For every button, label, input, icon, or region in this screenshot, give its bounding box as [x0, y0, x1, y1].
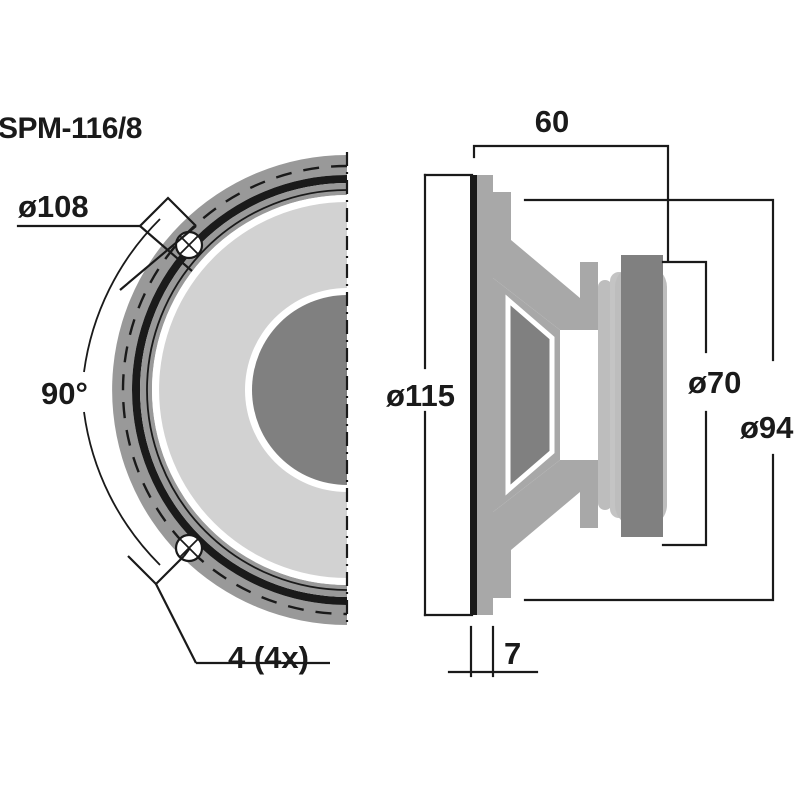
depth-dimension-label: 60: [535, 104, 569, 139]
front-view-group: 90° ø108 4 (4x): [16, 152, 349, 675]
outer-diameter-dimension-label: ø115: [386, 378, 455, 413]
angle-arc-upper: [83, 218, 161, 373]
magnet-dia-dim-lower: [661, 410, 708, 547]
rim-inner-contour-arc: [146, 189, 348, 591]
bolt-circle-chevron: [139, 196, 197, 227]
speaker-dust-cap: [252, 295, 347, 485]
bolt-circle-dashed-arc: [121, 164, 348, 616]
page-title: SPM-116/8: [0, 112, 142, 145]
basket-lower-arm: [493, 460, 598, 598]
mounting-hole-leader-b: [155, 583, 197, 664]
bolt-circle-dimension-label: ø108: [18, 189, 89, 224]
magnet-diameter-dimension-label: ø70: [688, 365, 741, 400]
basket-diameter-dimension-label: ø94: [740, 410, 794, 445]
basket-dia-dim-lower: [523, 453, 775, 602]
bolt-circle-leader-a: [139, 225, 193, 272]
magnet-dia-dim-upper: [661, 260, 708, 354]
mounting-hole-dimension-label: 4 (4x): [228, 640, 309, 675]
angle-dimension-label: 90°: [41, 376, 88, 411]
mounting-hole-leader-a: [183, 547, 191, 557]
side-view-group: 60 ø115 ø94 ø70 7: [386, 104, 794, 678]
front-face-plate: [470, 175, 477, 615]
basket-upper-arm: [493, 192, 598, 330]
cone-section: [505, 294, 555, 496]
mounting-hole-upper: [174, 230, 204, 260]
mounting-flange: [477, 175, 493, 615]
flange-thickness-dimension-label: 7: [504, 636, 521, 671]
depth-dimension-line: [472, 144, 670, 262]
angle-arc-lower: [83, 411, 161, 566]
magnet-block: [621, 255, 663, 537]
bolt-circle-leader-b: [119, 225, 197, 291]
basket-dia-dim-upper: [523, 198, 775, 362]
rear-plate-a: [598, 280, 612, 510]
